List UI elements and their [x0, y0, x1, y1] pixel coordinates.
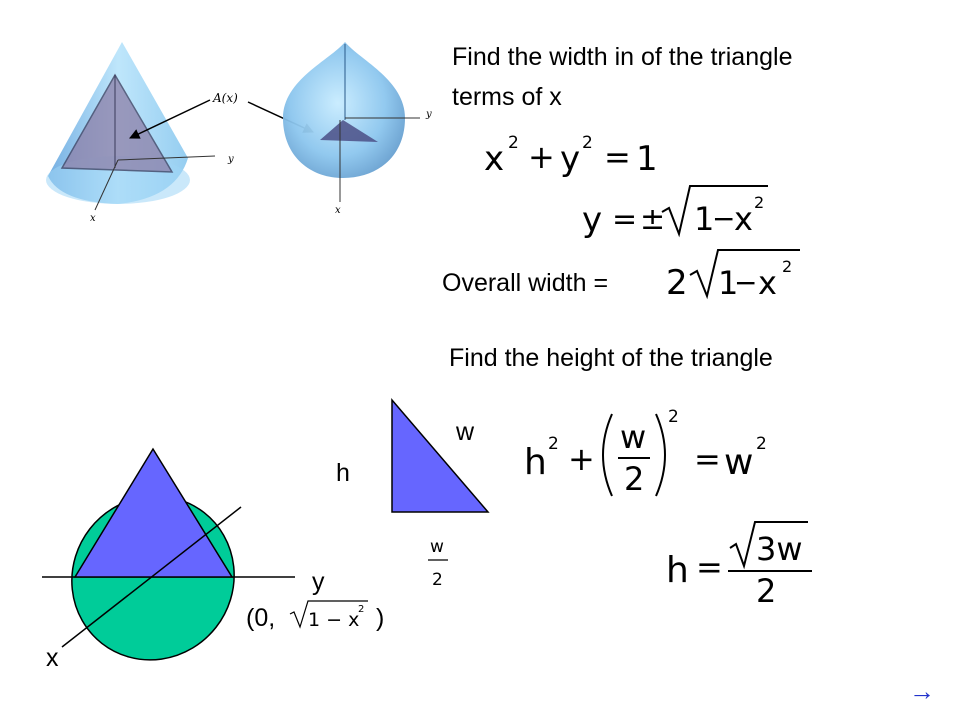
svg-text:−: −	[712, 202, 735, 235]
width-question-line2: terms of x	[452, 83, 562, 111]
label-w: w	[455, 418, 475, 446]
svg-text:2: 2	[624, 460, 644, 498]
point-label: (0, 1 − x 2 )	[246, 600, 384, 632]
svg-text:2: 2	[666, 263, 688, 303]
svg-text:+: +	[528, 138, 555, 176]
svg-text:2: 2	[582, 133, 593, 153]
svg-text:=: =	[612, 202, 637, 237]
equation-circle: x 2 + y 2 = 1	[484, 133, 658, 179]
ellipse-triangle-figure	[42, 447, 295, 661]
svg-text:3w: 3w	[756, 530, 803, 568]
axis-y-label-left: y	[227, 154, 234, 165]
svg-text:1: 1	[694, 200, 714, 238]
svg-text:2: 2	[668, 407, 679, 427]
half-w-label: w 2	[428, 537, 448, 590]
svg-text:x: x	[484, 139, 504, 179]
height-question: Find the height of the triangle	[449, 344, 773, 372]
svg-text:2: 2	[548, 434, 559, 454]
width-question-line1: Find the width in of the triangle	[452, 43, 793, 71]
svg-text:1: 1	[636, 139, 658, 179]
svg-text:2: 2	[432, 570, 443, 590]
axis-x-label-right: x	[335, 205, 341, 216]
svg-text:2: 2	[508, 133, 519, 153]
svg-text:(0,: (0,	[246, 604, 275, 632]
svg-text:=: =	[694, 440, 721, 478]
svg-text:2: 2	[782, 257, 792, 276]
svg-text:=: =	[696, 548, 723, 586]
svg-text:±: ±	[640, 202, 665, 237]
right-triangle	[391, 397, 490, 513]
svg-text:y: y	[560, 139, 580, 179]
svg-text:h: h	[524, 442, 547, 483]
svg-text:1 − x: 1 − x	[308, 609, 359, 631]
svg-text:2: 2	[756, 572, 776, 610]
axis-y-label-bottom: y	[312, 568, 325, 596]
drop-figure	[283, 42, 420, 202]
svg-text:+: +	[568, 440, 595, 478]
area-label: A(x)	[212, 91, 238, 105]
svg-text:1: 1	[718, 264, 738, 302]
axis-y-label-right: y	[425, 109, 432, 120]
equation-width: 2 1 − x 2	[666, 249, 800, 303]
svg-text:=: =	[604, 138, 631, 176]
svg-text:2: 2	[754, 193, 764, 212]
svg-text:h: h	[666, 550, 689, 591]
axis-x-label-left: x	[90, 213, 96, 224]
svg-text:−: −	[734, 266, 757, 299]
axis-x-label-bottom: x	[46, 644, 59, 672]
svg-text:y: y	[582, 200, 602, 240]
overall-width-label: Overall width =	[442, 269, 609, 297]
svg-text:): )	[376, 604, 384, 632]
svg-text:w: w	[620, 418, 646, 456]
next-slide-arrow-icon[interactable]: →	[909, 676, 935, 706]
svg-text:2: 2	[756, 434, 767, 454]
svg-text:w: w	[430, 537, 444, 557]
svg-text:x: x	[734, 200, 753, 238]
equation-height: h = 3w 2	[666, 521, 812, 610]
label-h: h	[336, 459, 350, 487]
cone-figure	[46, 42, 314, 211]
svg-text:2: 2	[358, 604, 364, 615]
equation-pythag: h 2 + w 2 2 = w 2	[524, 407, 767, 498]
svg-text:w: w	[724, 442, 753, 483]
svg-text:x: x	[758, 264, 777, 302]
equation-y-solved: y = ± 1 − x 2	[582, 185, 768, 240]
